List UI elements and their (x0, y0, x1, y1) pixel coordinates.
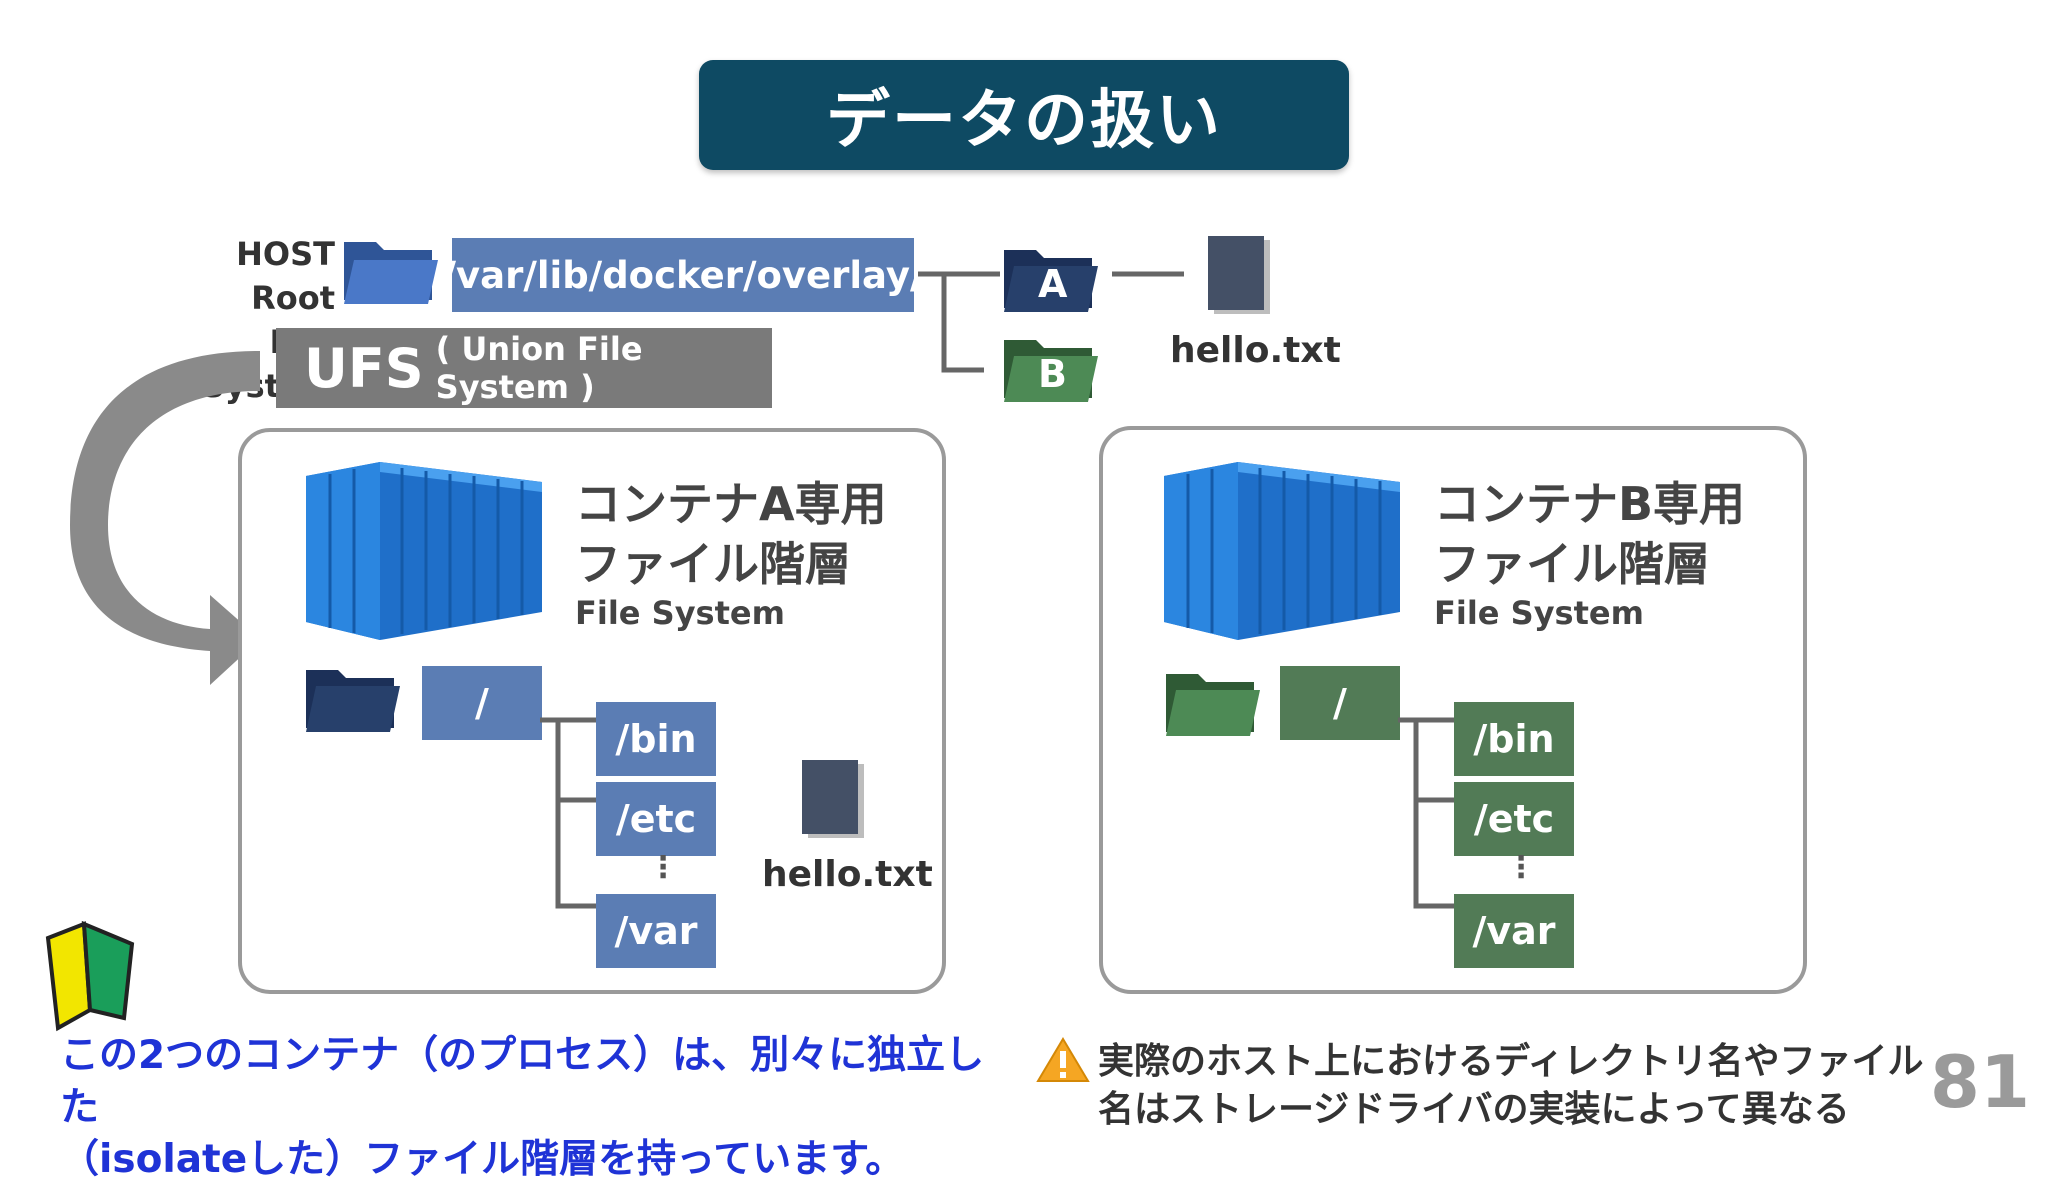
host-file-icon (1208, 236, 1270, 314)
container-a-dir-etc-label: /etc (615, 797, 697, 841)
container-a-folder-icon (306, 670, 400, 732)
curved-arrow-icon (70, 351, 260, 685)
isolation-note: この2つのコンテナ（のプロセス）は、別々に独立した （isolateした）ファイ… (60, 1030, 1020, 1186)
overlay-path-text: /var/lib/docker/overlay/ (442, 253, 924, 297)
container-a-dir-var-label: /var (614, 909, 698, 953)
ufs-label-box: UFS ( Union File System ) (276, 328, 772, 408)
folder-a: A (1000, 246, 1100, 314)
page-title: データの扱い (826, 84, 1222, 158)
container-a-file-label: hello.txt (762, 854, 933, 895)
container-b-title-line2: ファイル階層 (1434, 537, 1710, 591)
container-b-dir-etc: /etc (1454, 782, 1574, 856)
container-a-dir-var: /var (596, 894, 716, 968)
ufs-sub-label: ( Union File System ) (435, 330, 643, 406)
container-a-title-line2: ファイル階層 (575, 537, 851, 591)
beginner-mark-icon (45, 920, 135, 1032)
container-b-subtitle: File System (1434, 594, 1644, 632)
folder-b: B (1000, 336, 1100, 404)
driver-note: 実際のホスト上におけるディレクトリ名やファイル 名はストレージドライバの実装によ… (1098, 1038, 1928, 1134)
container-a-file-icon (802, 760, 864, 838)
container-a-dir-bin-label: /bin (615, 717, 697, 761)
container-a-title-line1: コンテナA専用 (575, 477, 887, 531)
folder-a-icon (1004, 250, 1098, 312)
container-b-icon (1164, 462, 1400, 640)
overlay-path-box: /var/lib/docker/overlay/ (442, 238, 924, 312)
title-banner: データの扱い (699, 60, 1349, 170)
overlay-connector-lines (918, 271, 1184, 373)
container-a-icon (306, 462, 542, 640)
warning-icon (1036, 1037, 1090, 1082)
container-b-ellipsis: ⋮ (1506, 850, 1536, 885)
container-b-dir-var: /var (1454, 894, 1574, 968)
container-b-heading: コンテナB専用 ファイル階層 File System (1434, 474, 1745, 632)
container-a-root-label: / (475, 681, 489, 725)
container-b-dir-etc-label: /etc (1473, 797, 1555, 841)
container-b-title-line1: コンテナB専用 (1434, 477, 1746, 531)
container-b-dir-bin-label: /bin (1473, 717, 1555, 761)
folder-a-label: A (1038, 262, 1068, 306)
container-a-heading: コンテナA専用 ファイル階層 File System (575, 474, 887, 632)
container-a-tree-lines (540, 717, 598, 909)
container-b-root-dir: / (1280, 666, 1400, 740)
container-a-subtitle: File System (575, 594, 785, 632)
container-b-dir-var-label: /var (1472, 909, 1556, 953)
container-a-root-dir: / (422, 666, 542, 740)
container-b-dir-bin: /bin (1454, 702, 1574, 776)
container-b-folder-icon (1166, 674, 1260, 736)
container-a-dir-bin: /bin (596, 702, 716, 776)
driver-note-line1: 実際のホスト上におけるディレクトリ名やファイル (1098, 1041, 1924, 1082)
container-a-ellipsis: ⋮ (648, 850, 678, 885)
container-b-root-label: / (1333, 681, 1347, 725)
folder-b-label: B (1038, 352, 1067, 396)
isolation-note-line2: （isolateした）ファイル階層を持っています。 (60, 1137, 905, 1182)
isolation-note-line1: この2つのコンテナ（のプロセス）は、別々に独立した (60, 1033, 985, 1130)
driver-note-line2: 名はストレージドライバの実装によって異なる (1098, 1089, 1850, 1130)
folder-b-icon (1004, 340, 1098, 402)
container-a-dir-etc: /etc (596, 782, 716, 856)
host-label-line1: HOST Root (236, 235, 335, 317)
host-file-label: hello.txt (1170, 330, 1341, 371)
page-number: 81 (1929, 1040, 2031, 1124)
ufs-main-label: UFS (304, 336, 424, 400)
container-b-tree-lines (1398, 717, 1456, 909)
host-folder-icon (344, 242, 438, 304)
